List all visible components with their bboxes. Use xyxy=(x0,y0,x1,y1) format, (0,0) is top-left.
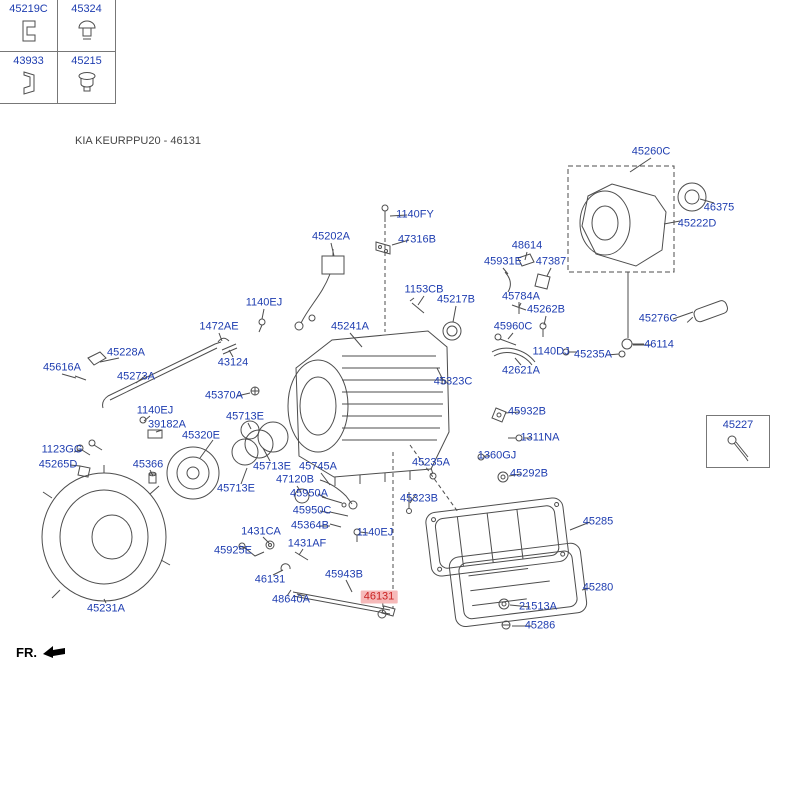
part-label[interactable]: 45286 xyxy=(524,619,556,632)
fr-label: FR. xyxy=(16,645,37,660)
part-label[interactable]: 1140DJ xyxy=(532,345,570,358)
part-label[interactable]: 45932B xyxy=(508,405,546,418)
screw-icon xyxy=(727,435,749,462)
part-label[interactable]: 21513A xyxy=(519,600,557,613)
doc-code: KIA KEURPPU20 - 46131 xyxy=(75,135,201,147)
pan-gasket xyxy=(425,497,569,577)
fr-marker: FR. xyxy=(16,644,67,660)
part-label[interactable]: 46375 xyxy=(703,201,735,214)
part-label[interactable]: 1360GJ xyxy=(477,449,517,462)
part-label[interactable]: 45262B xyxy=(527,303,565,316)
part-label[interactable]: 45713E xyxy=(226,410,264,423)
part-label[interactable]: 45235A xyxy=(574,348,612,361)
part-label[interactable]: 1123GG xyxy=(41,443,83,456)
ref-table: 45219C 45324 43933 45215 xyxy=(0,0,116,104)
part-label[interactable]: 1431CA xyxy=(241,525,281,538)
part-label[interactable]: 45323B xyxy=(400,492,438,505)
part-label[interactable]: 45931E xyxy=(484,255,522,268)
part-label[interactable]: 48640A xyxy=(272,593,310,606)
part-label[interactable]: 45276C xyxy=(638,312,678,325)
part-label[interactable]: 45273A xyxy=(117,370,155,383)
adapter-housing xyxy=(579,182,707,267)
part-label[interactable]: 45784A xyxy=(502,290,540,303)
ref-label: 45215 xyxy=(71,55,102,67)
part-label[interactable]: 45241A xyxy=(331,320,369,333)
transmission-case xyxy=(287,330,450,486)
assembly-45260C-box xyxy=(567,165,675,273)
part-label[interactable]: 1311NA xyxy=(520,431,560,444)
part-label[interactable]: 45228A xyxy=(107,346,145,359)
part-label[interactable]: 39182A xyxy=(148,418,186,431)
ref-cell-45227[interactable]: 45227 xyxy=(706,415,770,468)
part-label[interactable]: 47387 xyxy=(535,255,567,268)
ref-cell-45215[interactable]: 45215 xyxy=(57,51,116,104)
ref-label: 45324 xyxy=(71,3,102,15)
plug-icon xyxy=(77,20,96,40)
part-label[interactable]: 45366 xyxy=(132,458,164,471)
part-label[interactable]: 45960C xyxy=(493,320,533,333)
part-label[interactable]: 1140FY xyxy=(396,208,434,221)
bracket-clip-icon xyxy=(23,71,34,95)
part-label-highlighted[interactable]: 46131 xyxy=(360,590,398,604)
part-label[interactable]: 45370A xyxy=(205,389,243,402)
part-label[interactable]: 1431AF xyxy=(287,537,327,550)
ref-label: 45227 xyxy=(722,419,754,431)
part-label[interactable]: 45320E xyxy=(182,429,220,442)
part-label[interactable]: 1140EJ xyxy=(356,526,394,539)
bell-housing xyxy=(41,465,171,602)
part-label[interactable]: 43124 xyxy=(217,356,249,369)
part-label[interactable]: 48614 xyxy=(511,239,543,252)
part-label[interactable]: 46114 xyxy=(644,338,674,351)
part-label[interactable]: 45260C xyxy=(631,145,671,158)
part-label[interactable]: 45280 xyxy=(582,581,614,594)
part-label[interactable]: 45745A xyxy=(299,460,337,473)
part-label[interactable]: 45217B xyxy=(437,293,475,306)
part-label[interactable]: 45235A xyxy=(412,456,450,469)
part-label[interactable]: 47120B xyxy=(276,473,314,486)
part-label[interactable]: 1472AE xyxy=(199,320,239,333)
part-label[interactable]: 1140EJ xyxy=(136,404,174,417)
part-label[interactable]: 45713E xyxy=(253,460,291,473)
part-label[interactable]: 45202A xyxy=(312,230,350,243)
part-label[interactable]: 45265D xyxy=(38,458,78,471)
part-label[interactable]: 46131 xyxy=(254,573,286,586)
plug-icon xyxy=(78,72,95,92)
part-label[interactable]: 45222D xyxy=(677,217,717,230)
part-label[interactable]: 1153CB xyxy=(404,283,444,296)
part-label[interactable]: 42621A xyxy=(502,364,540,377)
part-label[interactable]: 45943B xyxy=(325,568,363,581)
part-label[interactable]: 45616A xyxy=(43,361,81,374)
part-label[interactable]: 45323C xyxy=(433,375,473,388)
part-label[interactable]: 45950A xyxy=(290,487,328,500)
oil-pan xyxy=(448,542,588,628)
part-label[interactable]: 47316B xyxy=(398,233,436,246)
part-label[interactable]: 45231A xyxy=(87,602,125,615)
part-label[interactable]: 45292B xyxy=(510,467,548,480)
part-label[interactable]: 45364B xyxy=(291,519,329,532)
ref-label: 45219C xyxy=(9,3,48,15)
ref-label: 43933 xyxy=(13,55,44,67)
part-label[interactable]: 45285 xyxy=(582,515,614,528)
part-label[interactable]: 45950C xyxy=(292,504,332,517)
part-label[interactable]: 45925E xyxy=(214,544,252,557)
part-label[interactable]: 1140EJ xyxy=(245,296,283,309)
fr-direction-arrow-icon xyxy=(42,646,65,658)
part-label[interactable]: 45713E xyxy=(217,482,255,495)
clip-icon xyxy=(22,20,35,42)
